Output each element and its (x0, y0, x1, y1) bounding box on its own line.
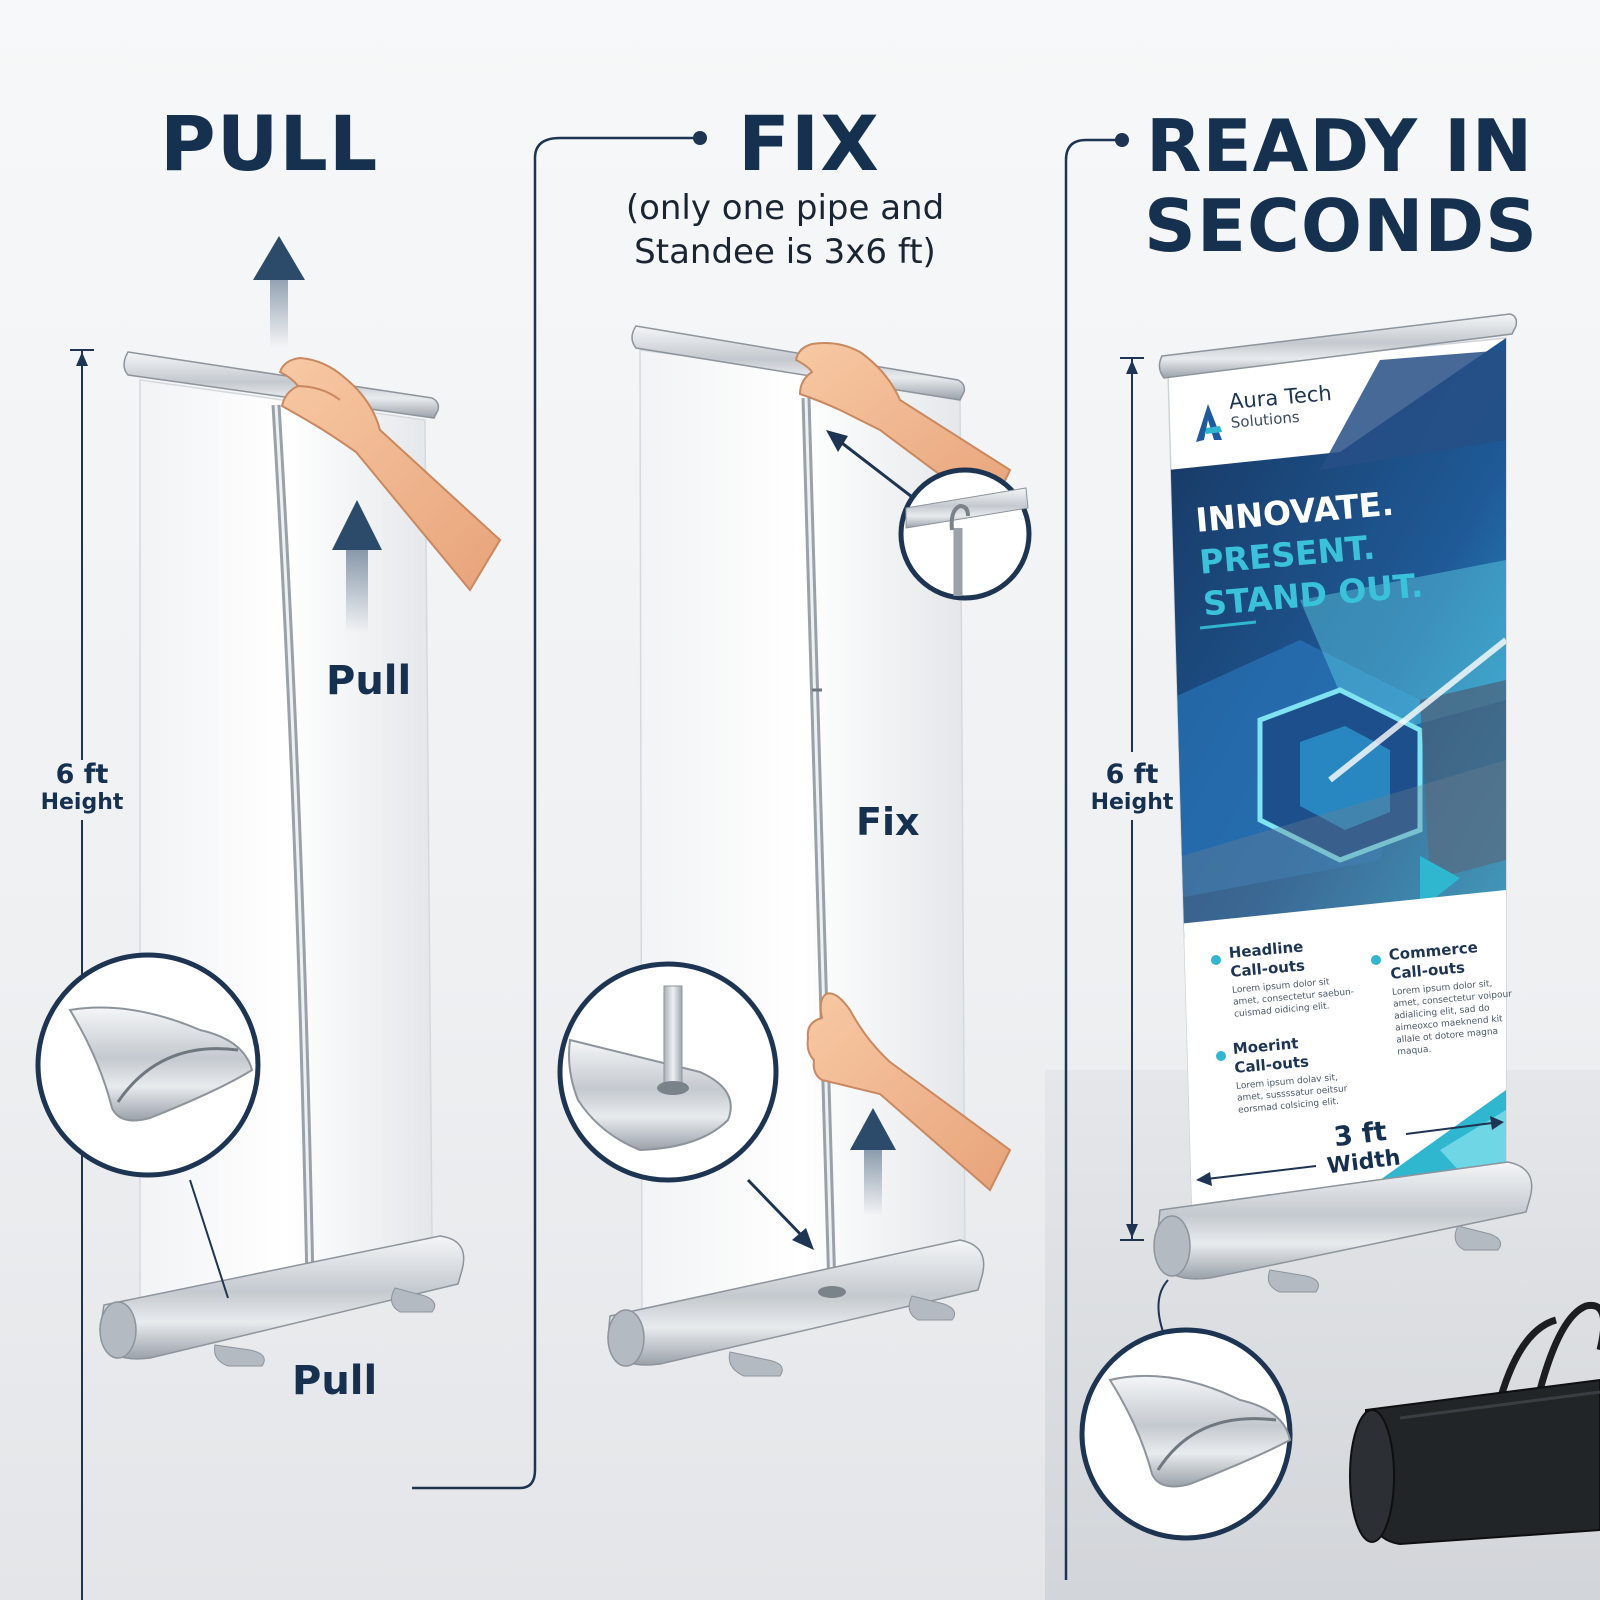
connector-dot-2 (1115, 133, 1129, 147)
height-dimension-2: 6 ft Height (1084, 760, 1180, 816)
connector-dot (693, 131, 707, 145)
height-label-1: Height (40, 790, 124, 815)
connector-line-2 (1064, 138, 1122, 1580)
fix-label: Fix (856, 800, 920, 844)
step-fix-illustration (557, 325, 1032, 1377)
height-value-2: 6 ft (1105, 759, 1159, 790)
step-ready-heading-2: SECONDS (1144, 186, 1584, 266)
step-fix-note-line1: (only one pipe and (625, 188, 945, 228)
step-pull-heading: PULL (160, 99, 379, 188)
step-pull-illustration (35, 236, 502, 1600)
banner-callout-2: Commerce Call-outs Lorem ipsum dolor sit… (1388, 936, 1517, 1059)
height-value-1: 6 ft (55, 759, 109, 790)
pull-label-bottom: Pull (292, 1358, 378, 1404)
callout-2-body: Lorem ipsum dolor sit, amet, consectetur… (1392, 976, 1518, 1058)
step-ready-heading-line1: READY IN (1146, 104, 1534, 188)
step-fix-note: (only one pipe and Standee is 3x6 ft) (590, 186, 980, 274)
step-fix-heading: FIX (738, 99, 880, 188)
banner-callout-3: Moerint Call-outs Lorem ipsum dolav sit,… (1232, 1027, 1388, 1117)
banner-brand: Aura Tech Solutions (1228, 381, 1334, 432)
carry-bag-icon (1349, 1301, 1600, 1546)
banner-tagline: INNOVATE. PRESENT. STAND OUT. (1194, 481, 1425, 626)
width-dimension: 3 ft Width (1313, 1115, 1411, 1182)
height-dimension-1: 6 ft Height (34, 760, 130, 816)
step-fix-note-line2: Standee is 3x6 ft) (634, 232, 936, 272)
step-ready-heading-line2: SECONDS (1144, 184, 1538, 268)
step-ready-illustration (1079, 313, 1600, 1546)
height-label-2: Height (1090, 790, 1174, 815)
pull-label-middle: Pull (326, 658, 412, 704)
connector-line (412, 136, 700, 1490)
banner-callout-1: Headline Call-outs Lorem ipsum dolor sit… (1228, 931, 1384, 1021)
step-ready-heading: READY IN (1146, 106, 1586, 186)
